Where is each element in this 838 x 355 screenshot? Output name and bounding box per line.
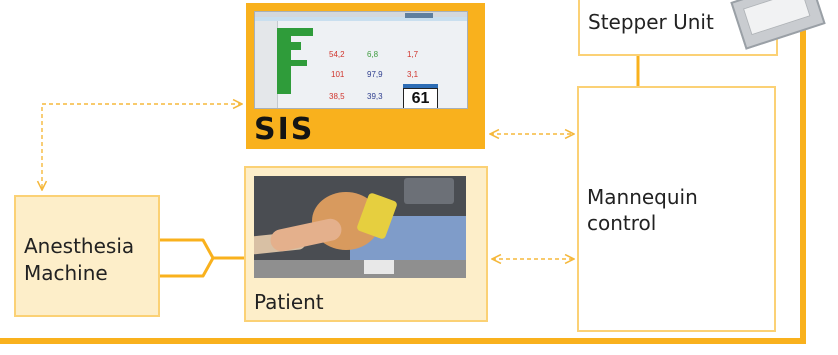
mannequin-label-line: Mannequin <box>587 185 698 209</box>
screen-tab <box>405 13 433 18</box>
sis-node: 54,2 6,8 1,7 101 97,9 3,1 38,5 39,3 61 S… <box>246 3 485 149</box>
edge-anesthesia-patient <box>160 238 244 278</box>
vital-value: 6,8 <box>367 50 379 59</box>
patient-node: Patient <box>244 166 488 322</box>
screen-green-bar-1 <box>291 28 313 36</box>
edge-stepper-bracket <box>0 0 806 344</box>
big-vital-value: 61 <box>403 88 438 108</box>
mannequin-control-label: Mannequin control <box>587 184 698 236</box>
screen-green-panel <box>277 28 291 94</box>
edge-sis-anesthesia <box>42 104 242 190</box>
vital-value: 38,5 <box>329 92 345 101</box>
stepper-device-panel <box>742 0 811 36</box>
screen-toolbar <box>255 17 467 21</box>
screen-highlight-bar <box>403 84 438 88</box>
anesthesia-machine-label: Anesthesia Machine <box>24 233 134 287</box>
sis-label: SIS <box>254 112 315 147</box>
photo-ventilator <box>404 178 454 204</box>
vital-value: 3,1 <box>407 70 419 79</box>
screen-green-bar-3 <box>291 60 307 66</box>
vital-value: 101 <box>331 70 345 79</box>
monitor-screenshot-icon: 54,2 6,8 1,7 101 97,9 3,1 38,5 39,3 61 <box>254 11 468 109</box>
mannequin-control-node: Mannequin control <box>577 86 776 332</box>
anesthesia-label-line: Machine <box>24 261 108 285</box>
screen-menubar <box>255 12 467 17</box>
anesthesia-machine-node: Anesthesia Machine <box>14 195 160 317</box>
mannequin-label-line: control <box>587 211 657 235</box>
photo-table <box>254 260 466 278</box>
anesthesia-label-line: Anesthesia <box>24 234 135 258</box>
vital-value: 54,2 <box>329 50 345 59</box>
stepper-unit-label: Stepper Unit <box>588 10 714 34</box>
screen-green-bar-2 <box>291 42 301 50</box>
photo-device <box>364 260 394 274</box>
vital-value: 1,7 <box>407 50 419 59</box>
vital-value: 97,9 <box>367 70 383 79</box>
patient-label: Patient <box>254 290 324 314</box>
patient-simulator-photo-icon <box>254 176 466 278</box>
vital-value: 39,3 <box>367 92 383 101</box>
screen-sidebar <box>255 21 278 108</box>
